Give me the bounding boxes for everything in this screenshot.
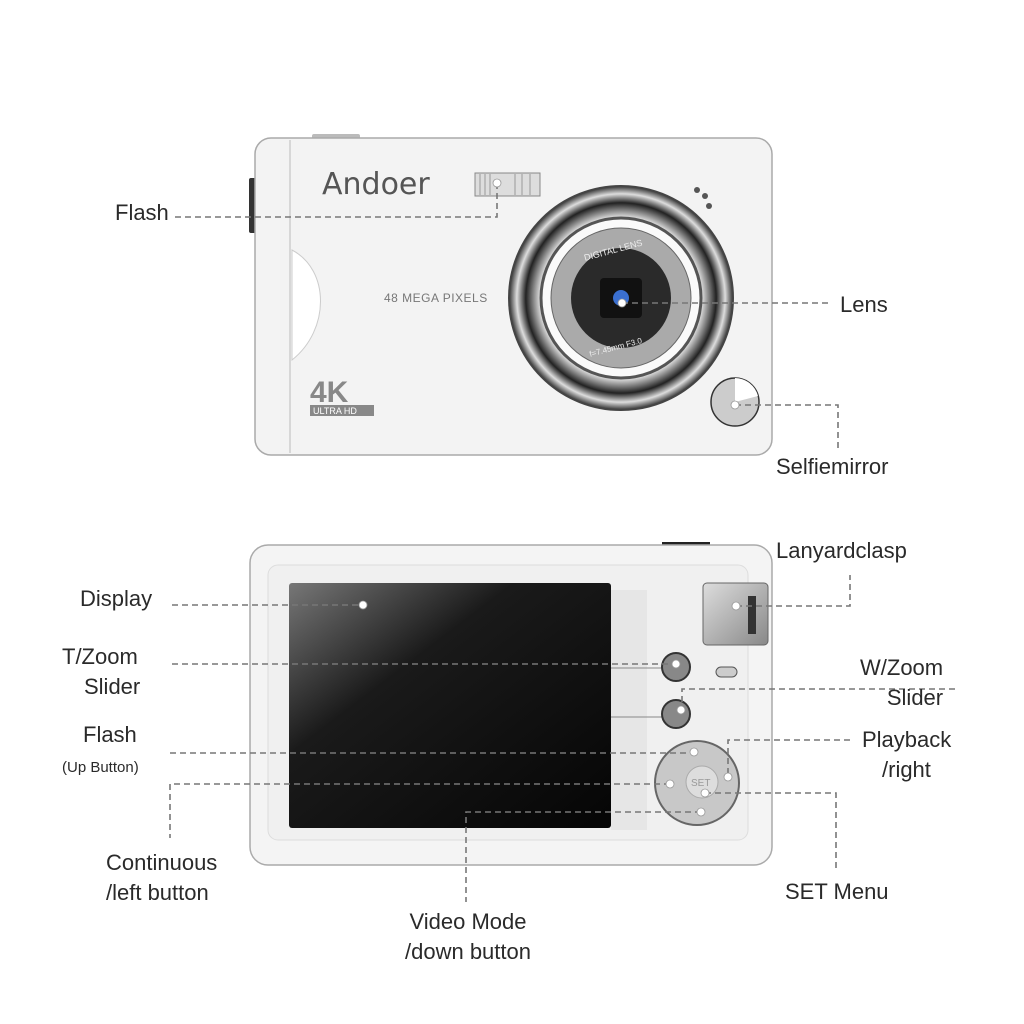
set-button[interactable] [685, 765, 719, 799]
lanyard-clasp[interactable] [702, 582, 769, 646]
brand-logo: Andoer [322, 167, 430, 202]
label-w-zoom-line2: Slider [886, 685, 944, 710]
label-set-menu: SET Menu [785, 879, 889, 904]
label-w-zoom-line1: W/Zoom [860, 655, 944, 680]
label-display: Display [80, 586, 153, 611]
label-t-zoom-line2: Slider [84, 674, 141, 699]
4k-badge: 4K [310, 376, 349, 409]
label-playback: Playback/right [862, 725, 951, 785]
label-continuous-line2: /left button [106, 880, 209, 905]
label-video-line1: Video Mode [409, 909, 527, 934]
megapixels-text: 48 MEGA PIXELS [384, 291, 488, 305]
label-video-line2: /down button [405, 939, 531, 964]
set-text: SET [691, 778, 710, 789]
label-lanyard-clasp: Lanyardclasp [776, 538, 907, 563]
label-t-zoom-line1: T/Zoom [62, 644, 138, 669]
flash-window [474, 172, 541, 197]
ultra-hd-badge: ULTRA HD [313, 406, 357, 416]
label-lens: Lens [840, 292, 888, 317]
label-selfie-mirror: Selfiemirror [776, 454, 889, 479]
label-continuous-line1: Continuous [106, 850, 218, 875]
label-flash-up-sub: (Up Button) [62, 759, 139, 776]
label-playback-line2: /right [882, 757, 931, 782]
camera-back: SET [249, 542, 773, 866]
label-playback-line1: Playback [862, 727, 952, 752]
display-screen [289, 583, 611, 828]
leader-lines [169, 178, 955, 902]
w-zoom-button[interactable] [661, 699, 691, 729]
label-continuous: Continuous/left button [106, 848, 217, 908]
label-video-mode: Video Mode/down button [405, 907, 531, 967]
camera-front: Andoer 48 MEGA PIXELS 4K ULTRA HD DIGITA… [249, 134, 773, 456]
label-flash-up: Flash [83, 722, 137, 747]
lens: DIGITAL LENS f=7.45mm F3.0 [508, 185, 734, 411]
label-flash: Flash [115, 200, 169, 225]
